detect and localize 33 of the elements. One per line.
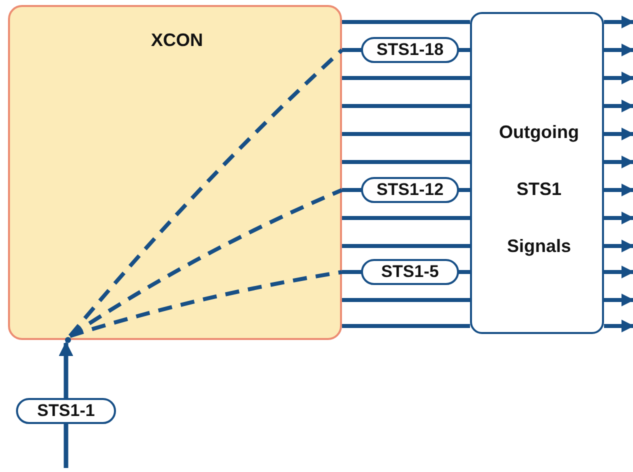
node-label: XCON: [150, 29, 204, 51]
line: [342, 132, 470, 136]
junction-dot: [65, 337, 71, 343]
arrow: [604, 156, 633, 168]
arrow: [604, 294, 633, 306]
line: [342, 244, 470, 248]
line: [342, 216, 470, 220]
arrow: [604, 100, 633, 112]
arrow: [604, 212, 633, 224]
process-box: [470, 12, 604, 334]
line: [342, 20, 470, 24]
arrow: [604, 44, 633, 56]
edge-label: STS1-1: [16, 398, 116, 424]
dashed-line: [68, 188, 343, 338]
arrow: [604, 128, 633, 140]
line: [342, 324, 470, 328]
line: [342, 298, 470, 302]
line: [342, 160, 470, 164]
edge-label: STS1-5: [361, 259, 459, 285]
arrow: [604, 240, 633, 252]
line: [342, 104, 470, 108]
process-box: [8, 5, 342, 340]
line: [342, 76, 470, 80]
dashed-line: [69, 270, 342, 338]
edge-label: STS1-12: [361, 177, 459, 203]
dashed-line: [68, 48, 344, 338]
arrow: [604, 266, 633, 278]
arrow: [604, 320, 633, 332]
arrow: [604, 184, 633, 196]
arrow: [604, 72, 633, 84]
node-label: Outgoing STS1 Signals: [498, 121, 580, 258]
edge-label: STS1-18: [361, 37, 459, 63]
arrow: [604, 16, 633, 28]
